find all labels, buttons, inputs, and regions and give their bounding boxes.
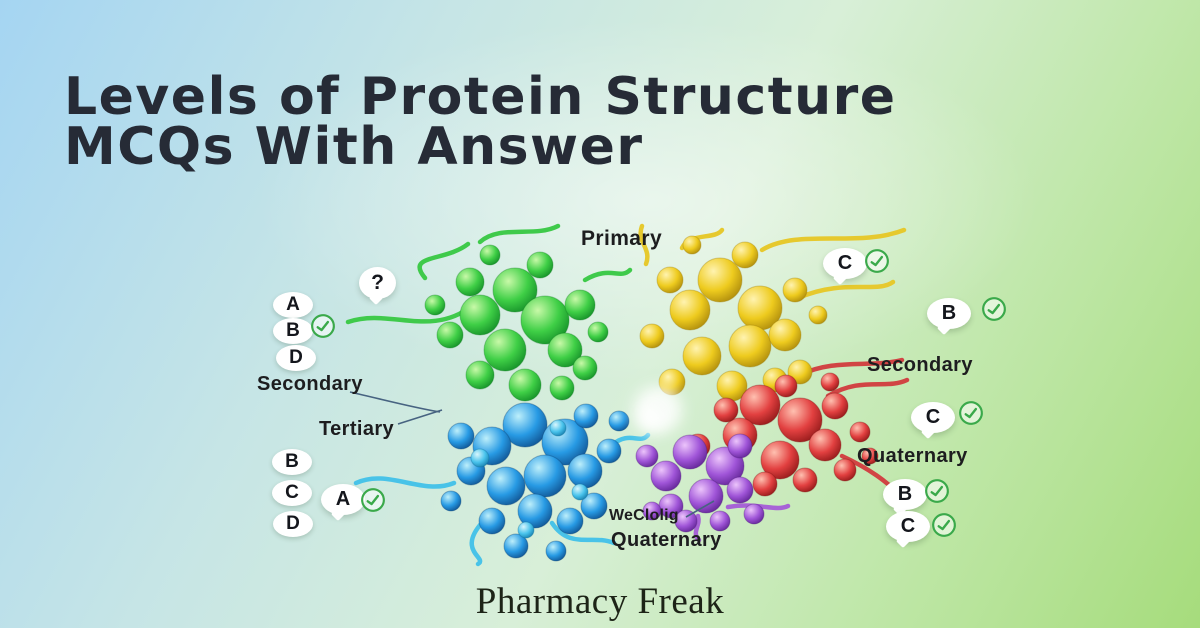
label-leader-lines	[349, 391, 715, 518]
option-pill-a: A	[273, 292, 313, 318]
option-pill-b: B	[273, 318, 313, 344]
option-pill-c2: C	[272, 480, 312, 506]
protein-lobe-blue-cyan-accents	[470, 419, 589, 539]
protein-lobe-yellow	[639, 235, 828, 402]
answer-bubble-b-right1: B	[927, 298, 971, 329]
check-icon	[361, 488, 385, 512]
label-tertiary: Tertiary	[319, 418, 395, 440]
label-quaternary-bottom: Quaternary	[611, 529, 722, 551]
protein-lobe-green	[424, 244, 609, 402]
label-secondary-left: Secondary	[257, 373, 363, 395]
brand-wordmark: Pharmacy Freak	[475, 581, 725, 622]
page-title: Levels of Protein Structure MCQs With An…	[64, 67, 897, 177]
protein-illustration	[345, 223, 910, 567]
check-icon	[311, 314, 335, 338]
label-quaternary-right: Quaternary	[857, 445, 968, 467]
option-pill-b2: B	[272, 449, 312, 475]
protein-lobe-blue	[440, 402, 630, 562]
label-primary: Primary	[581, 227, 663, 250]
protein-center-highlight	[634, 386, 682, 434]
option-pill-d: D	[276, 345, 316, 371]
protein-lobe-purple	[635, 433, 765, 533]
check-icon	[982, 297, 1006, 321]
title-line-1: Levels of Protein Structure	[64, 67, 897, 127]
answer-bubble-c-right2: C	[911, 402, 955, 433]
question-mark-bubble: ?	[359, 267, 396, 299]
answer-bubble-c-right1: C	[823, 248, 867, 279]
answer-bubble-c-right3: C	[886, 511, 930, 542]
check-icon	[865, 249, 889, 273]
label-garbled-text: WeClolig	[609, 507, 679, 524]
title-line-2: MCQs With Answer	[64, 117, 644, 177]
label-secondary-right: Secondary	[867, 354, 973, 376]
check-icon	[925, 479, 949, 503]
check-icon	[932, 513, 956, 537]
answer-bubble-b-right2: B	[883, 479, 927, 510]
answer-bubble-a: A	[321, 484, 365, 515]
check-icon	[959, 401, 983, 425]
option-pill-d2: D	[273, 511, 313, 537]
